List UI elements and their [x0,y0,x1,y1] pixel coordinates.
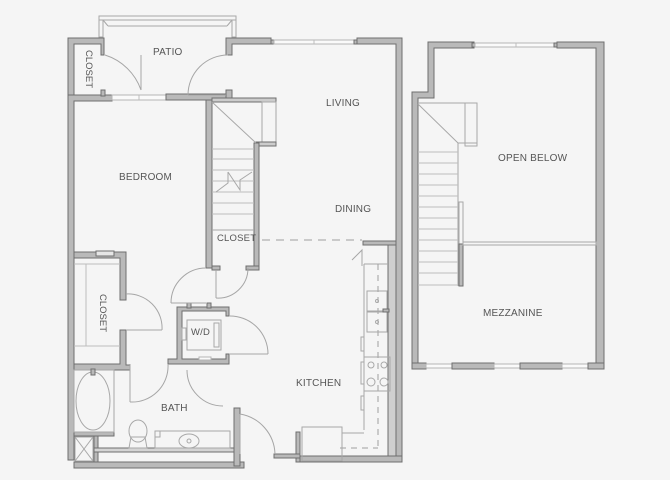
room-label-living: LIVING [326,98,360,109]
room-label-dining: DINING [335,204,372,215]
room-label-patio: PATIO [153,47,183,58]
room-label-open-below: OPEN BELOW [498,153,568,164]
room-label-laundry: W/D [191,327,211,338]
dining-divider [262,239,397,246]
stairs-first-floor [211,101,257,215]
closet-shelving [74,263,120,347]
washer-dryer [181,319,222,361]
interior-walls [73,97,277,469]
room-label-closet-stair: CLOSET [217,233,257,244]
stairs-second-floor [417,102,478,287]
bath-fixtures [73,368,231,462]
room-label-kitchen: KITCHEN [296,378,342,389]
room-label-mezzanine: MEZZANINE [483,308,543,319]
patio-railing [98,15,237,38]
room-label-closet-bedroom: CLOSET [97,294,108,333]
room-label-bedroom: BEDROOM [119,172,173,183]
room-label-bath: BATH [161,403,188,414]
room-label-closet-patio: CLOSET [83,50,94,89]
exterior-walls-second-floor [411,41,605,370]
kitchen-counters [301,263,391,462]
patio-doors [104,54,229,96]
mezzanine-railing [462,241,597,246]
interior-doors [125,248,363,455]
